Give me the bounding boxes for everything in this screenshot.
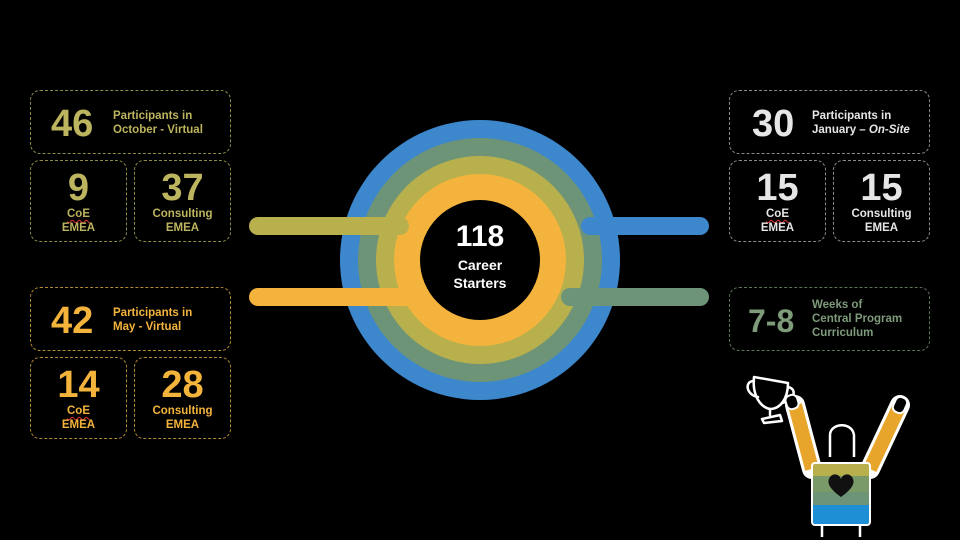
center-line1: Career	[457, 257, 503, 273]
may-coe-line1: CoE	[67, 405, 90, 417]
may-consulting-card: 28 Consulting EMEA	[134, 357, 231, 439]
person-body	[812, 463, 870, 525]
may-label-line1: Participants in	[113, 307, 193, 319]
october-participants-card: 46 Participants in October - Virtual	[30, 90, 231, 154]
october-label-line1: Participants in	[113, 110, 193, 122]
may-consulting-label: Consulting EMEA	[135, 404, 230, 432]
center-label: 118 Career Starters	[420, 220, 540, 292]
october-coe-line2: EMEA	[61, 222, 96, 234]
person-head	[828, 424, 856, 457]
october-consulting-label: Consulting EMEA	[135, 207, 230, 235]
january-label-line1: Participants in	[812, 110, 892, 122]
may-participants-card: 42 Participants in May - Virtual	[30, 287, 231, 351]
raised-arms	[784, 393, 910, 479]
heart-icon	[828, 474, 854, 497]
curriculum-weeks-card: 7-8 Weeks of Central Program Curriculum	[729, 287, 930, 351]
january-participants-label: Participants in January – On-Site	[812, 109, 910, 137]
october-consulting-number: 37	[161, 167, 204, 209]
october-consulting-line2: EMEA	[165, 222, 200, 234]
october-coe-label: CoE EMEA	[31, 207, 126, 235]
january-consulting-line2: EMEA	[864, 222, 899, 234]
october-participants-number: 46	[51, 103, 94, 145]
may-consulting-number: 28	[161, 364, 204, 406]
may-consulting-line1: Consulting	[152, 405, 213, 417]
may-consulting-line2: EMEA	[165, 419, 200, 431]
curriculum-weeks-number: 7-8	[748, 303, 795, 339]
october-label-line2: October - Virtual	[113, 124, 203, 136]
january-label-line2-italic: On-Site	[868, 124, 910, 136]
may-participants-number: 42	[51, 300, 94, 342]
celebration-illustration	[746, 375, 910, 537]
january-consulting-label: Consulting EMEA	[834, 207, 929, 235]
may-coe-number: 14	[57, 364, 100, 406]
october-consulting-card: 37 Consulting EMEA	[134, 160, 231, 242]
october-consulting-line1: Consulting	[152, 208, 213, 220]
center-number: 118	[455, 220, 505, 253]
january-coe-label: CoE EMEA	[730, 207, 825, 235]
january-label-line2-prefix: January –	[812, 124, 869, 136]
january-coe-card: 15 CoE EMEA	[729, 160, 826, 242]
january-consulting-number: 15	[860, 167, 903, 209]
curriculum-line1: Weeks of	[812, 299, 863, 311]
may-participants-label: Participants in May - Virtual	[113, 306, 192, 334]
may-label-line2: May - Virtual	[113, 321, 182, 333]
october-coe-card: 9 CoE EMEA	[30, 160, 127, 242]
october-participants-label: Participants in October - Virtual	[113, 109, 203, 137]
curriculum-weeks-label: Weeks of Central Program Curriculum	[812, 298, 902, 340]
curriculum-line3: Curriculum	[812, 327, 874, 339]
curriculum-line2: Central Program	[812, 313, 903, 325]
may-coe-line2: EMEA	[61, 419, 96, 431]
center-line2: Starters	[453, 275, 507, 291]
january-consulting-line1: Consulting	[851, 208, 912, 220]
center-disc	[420, 200, 540, 320]
january-participants-card: 30 Participants in January – On-Site	[729, 90, 930, 154]
may-coe-label: CoE EMEA	[31, 404, 126, 432]
january-consulting-card: 15 Consulting EMEA	[833, 160, 930, 242]
october-coe-number: 9	[67, 167, 90, 209]
january-coe-line1: CoE	[766, 208, 789, 220]
january-coe-number: 15	[756, 167, 799, 209]
january-participants-number: 30	[752, 103, 795, 145]
october-coe-line1: CoE	[67, 208, 90, 220]
may-coe-card: 14 CoE EMEA	[30, 357, 127, 439]
january-coe-line2: EMEA	[760, 222, 795, 234]
